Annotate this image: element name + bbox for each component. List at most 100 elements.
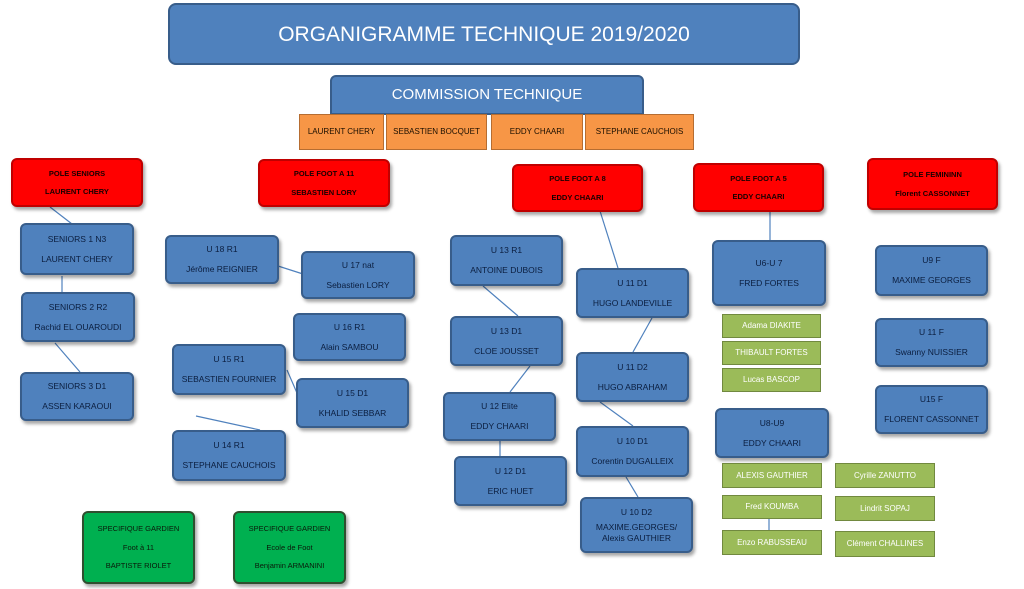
chart-title-text: ORGANIGRAMME TECHNIQUE 2019/2020 <box>278 22 690 46</box>
team-coach: EDDY CHAARI <box>743 437 801 448</box>
team-coach: Alain SAMBOU <box>320 341 379 352</box>
team-seniors-3: SENIORS 3 D1 ASSEN KARAOUI <box>20 372 134 421</box>
team-u6-u7: U6-U 7 FRED FORTES <box>712 240 826 306</box>
team-label: U 16 R1 <box>333 321 366 332</box>
team-coach: MAXIME.GEORGES/ <box>595 522 678 533</box>
pole-label: POLE FOOT A 5 <box>730 173 787 183</box>
goalkeeper-foot-a-11: SPECIFIQUE GARDIEN Foot à 11 BAPTISTE RI… <box>82 511 195 584</box>
assistant-u8-u9: Lindrit SOPAJ <box>835 496 935 521</box>
assistant-u6-u7: Lucas BASCOP <box>722 368 821 392</box>
team-label: U 12 Elite <box>481 401 518 412</box>
assistant-name: Clément CHALLINES <box>846 539 924 548</box>
goalkeeper-coach: Benjamin ARMANINI <box>254 561 325 571</box>
assistant-u8-u9: Cyrille ZANUTTO <box>835 463 935 488</box>
team-u11-d1: U 11 D1 HUGO LANDEVILLE <box>576 268 689 318</box>
assistant-name: Lucas BASCOP <box>743 375 800 384</box>
assistant-name: THIBAULT FORTES <box>735 348 808 357</box>
team-coach: ANTOINE DUBOIS <box>470 265 543 275</box>
team-u10-d2: U 10 D2 MAXIME.GEORGES/ Alexis GAUTHIER <box>580 497 693 553</box>
assistant-u8-u9: Clément CHALLINES <box>835 531 935 557</box>
pole-label: POLE FOOT A 8 <box>549 174 606 184</box>
assistant-name: Cyrille ZANUTTO <box>853 470 917 480</box>
pole-lead: LAURENT CHERY <box>45 187 109 196</box>
member-name: EDDY CHAARI <box>509 127 565 136</box>
commission-member: EDDY CHAARI <box>491 114 583 150</box>
team-coach: FLORENT CASSONNET <box>884 414 979 424</box>
team-label: U 13 D1 <box>490 325 523 336</box>
team-coach: Corentin DUGALLEIX <box>591 456 674 466</box>
team-u18-r1: U 18 R1 Jérôme REIGNIER <box>165 235 279 284</box>
commission-member: STEPHANE CAUCHOIS <box>585 114 694 150</box>
team-coach: ERIC HUET <box>487 485 534 496</box>
team-u15-d1: U 15 D1 KHALID SEBBAR <box>296 378 409 428</box>
pole-label: POLE FOOT A 11 <box>293 169 355 179</box>
team-label: U 13 R1 <box>490 245 523 256</box>
assistant-name: Fred KOUMBA <box>745 502 799 511</box>
team-coach: STEPHANE CAUCHOIS <box>182 460 276 470</box>
commission-member: SEBASTIEN BOCQUET <box>386 114 487 150</box>
team-label: U 15 R1 <box>213 354 245 365</box>
team-coach: Sebastien LORY <box>326 279 390 290</box>
team-u10-d1: U 10 D1 Corentin DUGALLEIX <box>576 426 689 477</box>
goalkeeper-coach: BAPTISTE RIOLET <box>105 561 172 571</box>
team-label: U8-U9 <box>759 417 785 428</box>
team-label: U15 F <box>919 394 944 405</box>
team-label: U 17 nat <box>341 259 375 270</box>
team-label: U 15 D1 <box>336 387 369 398</box>
team-label: SENIORS 1 N3 <box>47 233 107 244</box>
pole-lead: EDDY CHAARI <box>732 192 785 201</box>
team-coach: LAURENT CHERY <box>41 253 113 264</box>
team-u13-r1: U 13 R1 ANTOINE DUBOIS <box>450 235 563 286</box>
team-coach: HUGO ABRAHAM <box>597 381 668 392</box>
pole-lead: Florent CASSONNET <box>895 188 970 198</box>
pole-lead: SEBASTIEN LORY <box>291 187 357 197</box>
team-coach: MAXIME GEORGES <box>892 275 971 285</box>
commission-header: COMMISSION TECHNIQUE <box>330 75 644 115</box>
member-name: LAURENT CHERY <box>307 127 376 136</box>
commission-member: LAURENT CHERY <box>299 114 384 150</box>
team-u16-r1: U 16 R1 Alain SAMBOU <box>293 313 406 361</box>
goalkeeper-sub: Ecole de Foot <box>266 542 313 552</box>
pole-label: POLE FEMININN <box>903 170 962 180</box>
pole-foot-a-8: POLE FOOT A 8 EDDY CHAARI <box>512 164 643 212</box>
team-u12-elite: U 12 Elite EDDY CHAARI <box>443 392 556 441</box>
goalkeeper-ecole-de-foot: SPECIFIQUE GARDIEN Ecole de Foot Benjami… <box>233 511 346 584</box>
assistant-name: Lindrit SOPAJ <box>860 503 910 513</box>
pole-feminin: POLE FEMININN Florent CASSONNET <box>867 158 998 210</box>
pole-seniors: POLE SENIORS LAURENT CHERY <box>11 158 143 207</box>
team-coach: KHALID SEBBAR <box>318 407 387 418</box>
team-coach: Alexis GAUTHIER <box>602 532 671 543</box>
pole-lead: EDDY CHAARI <box>551 192 604 202</box>
pole-foot-a-11: POLE FOOT A 11 SEBASTIEN LORY <box>258 159 390 207</box>
team-coach: FRED FORTES <box>739 277 799 288</box>
assistant-u6-u7: Adama DIAKITE <box>722 314 821 338</box>
team-coach: Jérôme REIGNIER <box>186 264 258 274</box>
goalkeeper-label: SPECIFIQUE GARDIEN <box>248 524 331 534</box>
team-u11-f: U 11 F Swanny NUISSIER <box>875 318 988 367</box>
team-label: U 14 R1 <box>213 440 245 451</box>
team-u9-f: U9 F MAXIME GEORGES <box>875 245 988 296</box>
team-coach: ASSEN KARAOUI <box>42 401 112 411</box>
team-u13-d1: U 13 D1 CLOE JOUSSET <box>450 316 563 366</box>
team-label: U6-U 7 <box>755 257 783 268</box>
goalkeeper-label: SPECIFIQUE GARDIEN <box>97 524 180 534</box>
team-label: U 12 D1 <box>494 465 527 476</box>
team-label: U 11 D2 <box>617 361 648 372</box>
team-label: U9 F <box>922 255 941 266</box>
team-coach: Rachid EL OUAROUDI <box>34 321 122 332</box>
team-coach: SEBASTIEN FOURNIER <box>181 374 277 384</box>
team-label: SENIORS 2 R2 <box>48 301 108 312</box>
team-label: U 11 D1 <box>617 277 648 288</box>
assistant-name: Adama DIAKITE <box>742 321 801 330</box>
assistant-u8-u9: ALEXIS GAUTHIER <box>722 463 822 488</box>
team-u8-u9: U8-U9 EDDY CHAARI <box>715 408 829 458</box>
team-label: U 18 R1 <box>206 244 238 255</box>
team-coach: HUGO LANDEVILLE <box>592 297 673 308</box>
pole-label: POLE SENIORS <box>48 168 106 178</box>
member-name: STEPHANE CAUCHOIS <box>595 127 684 136</box>
chart-title: ORGANIGRAMME TECHNIQUE 2019/2020 <box>168 3 800 65</box>
team-coach: EDDY CHAARI <box>470 421 529 431</box>
member-name: SEBASTIEN BOCQUET <box>393 127 480 136</box>
team-u15-f: U15 F FLORENT CASSONNET <box>875 385 988 434</box>
